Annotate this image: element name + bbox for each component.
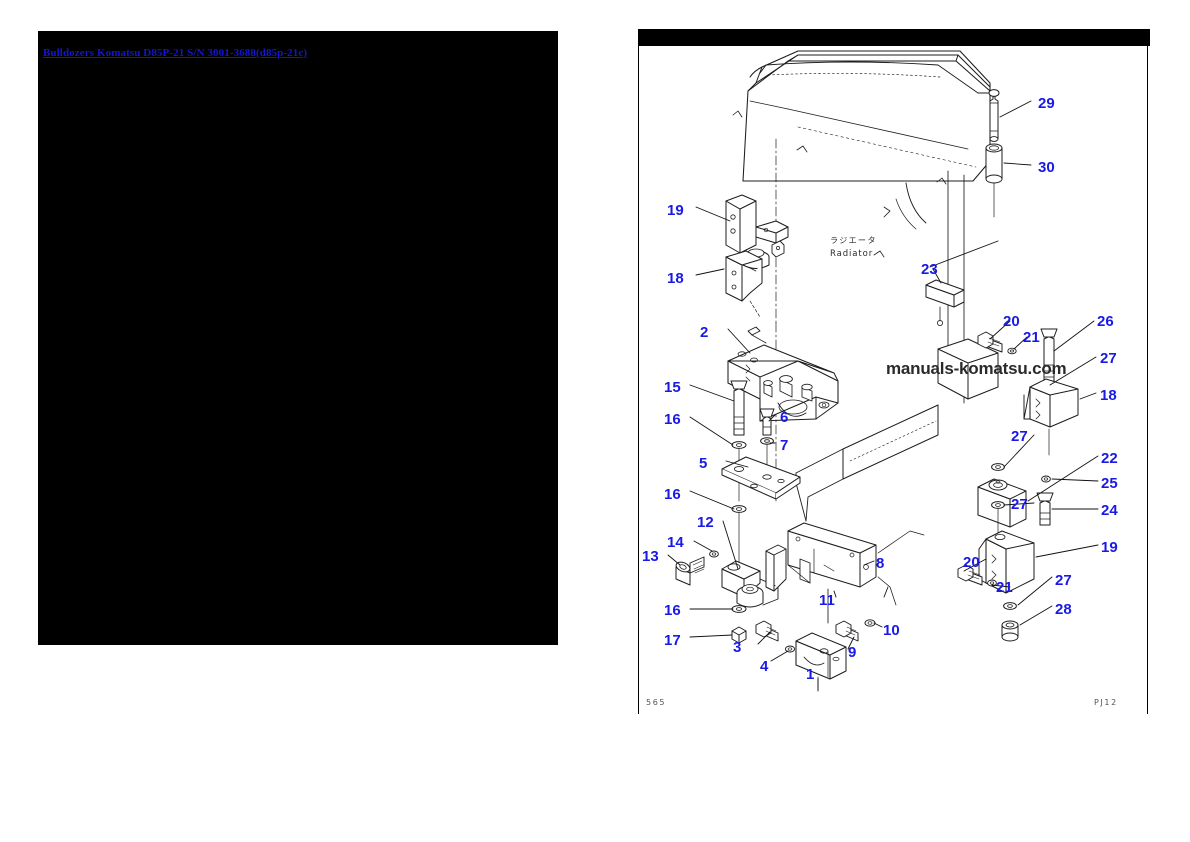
callout-number-27a: 27 — [1100, 350, 1117, 367]
diagram-header-bar — [638, 29, 1150, 46]
callout-number-19a: 19 — [667, 202, 684, 219]
callout-number-20a: 20 — [1003, 313, 1020, 330]
callout-number-7: 7 — [780, 437, 789, 454]
document-title-link[interactable]: Bulldozers Komatsu D85P-21 S/N 3001-3688… — [43, 47, 308, 59]
callout-number-23: 23 — [921, 261, 938, 278]
diagram-frame-border — [638, 46, 1148, 714]
callout-number-22: 22 — [1101, 450, 1118, 467]
callout-number-27c: 27 — [1011, 496, 1028, 513]
callout-number-14: 14 — [667, 534, 684, 551]
parts-diagram-drawing — [667, 50, 1099, 692]
callout-number-19b: 19 — [1101, 539, 1118, 556]
callout-number-18b: 18 — [1100, 387, 1117, 404]
callout-number-9: 9 — [848, 644, 857, 661]
callout-number-16a: 16 — [664, 411, 681, 428]
callout-number-21b: 21 — [996, 579, 1013, 596]
footer-left-mark: 565 — [646, 698, 667, 707]
callout-number-21a: 21 — [1023, 329, 1040, 346]
callout-number-20b: 20 — [963, 554, 980, 571]
callout-number-15: 15 — [664, 379, 681, 396]
callout-number-17: 17 — [664, 632, 681, 649]
callout-number-3: 3 — [733, 639, 742, 656]
footer-right-mark: PJ12 — [1094, 698, 1118, 707]
callout-number-13: 13 — [642, 548, 659, 565]
parts-diagram-panel: ラジエータ Radiator manuals-komatsu.com 565 P… — [638, 29, 1150, 715]
site-watermark: manuals-komatsu.com — [886, 359, 1067, 378]
callout-number-10: 10 — [883, 622, 900, 639]
callout-number-28: 28 — [1055, 601, 1072, 618]
callout-number-25: 25 — [1101, 475, 1118, 492]
callout-number-26: 26 — [1097, 313, 1114, 330]
callout-number-11: 11 — [819, 592, 835, 609]
callout-number-2: 2 — [700, 324, 709, 341]
callout-number-30: 30 — [1038, 159, 1055, 176]
callout-number-16c: 16 — [664, 602, 681, 619]
assembly-label-japanese: ラジエータ — [830, 236, 877, 245]
content-placeholder-panel: Bulldozers Komatsu D85P-21 S/N 3001-3688… — [38, 31, 558, 645]
callout-number-4: 4 — [760, 658, 769, 675]
callout-number-27b: 27 — [1011, 428, 1028, 445]
callout-number-24: 24 — [1101, 502, 1118, 519]
callout-number-29: 29 — [1038, 95, 1055, 112]
callout-number-5: 5 — [699, 455, 708, 472]
callout-number-18a: 18 — [667, 270, 684, 287]
callout-number-27d: 27 — [1055, 572, 1072, 589]
callout-number-16b: 16 — [664, 486, 681, 503]
callout-number-6: 6 — [780, 409, 789, 426]
callout-number-8: 8 — [876, 555, 885, 572]
callout-number-12: 12 — [697, 514, 714, 531]
assembly-label-english: Radiator — [830, 249, 874, 259]
callout-number-1: 1 — [806, 666, 815, 683]
